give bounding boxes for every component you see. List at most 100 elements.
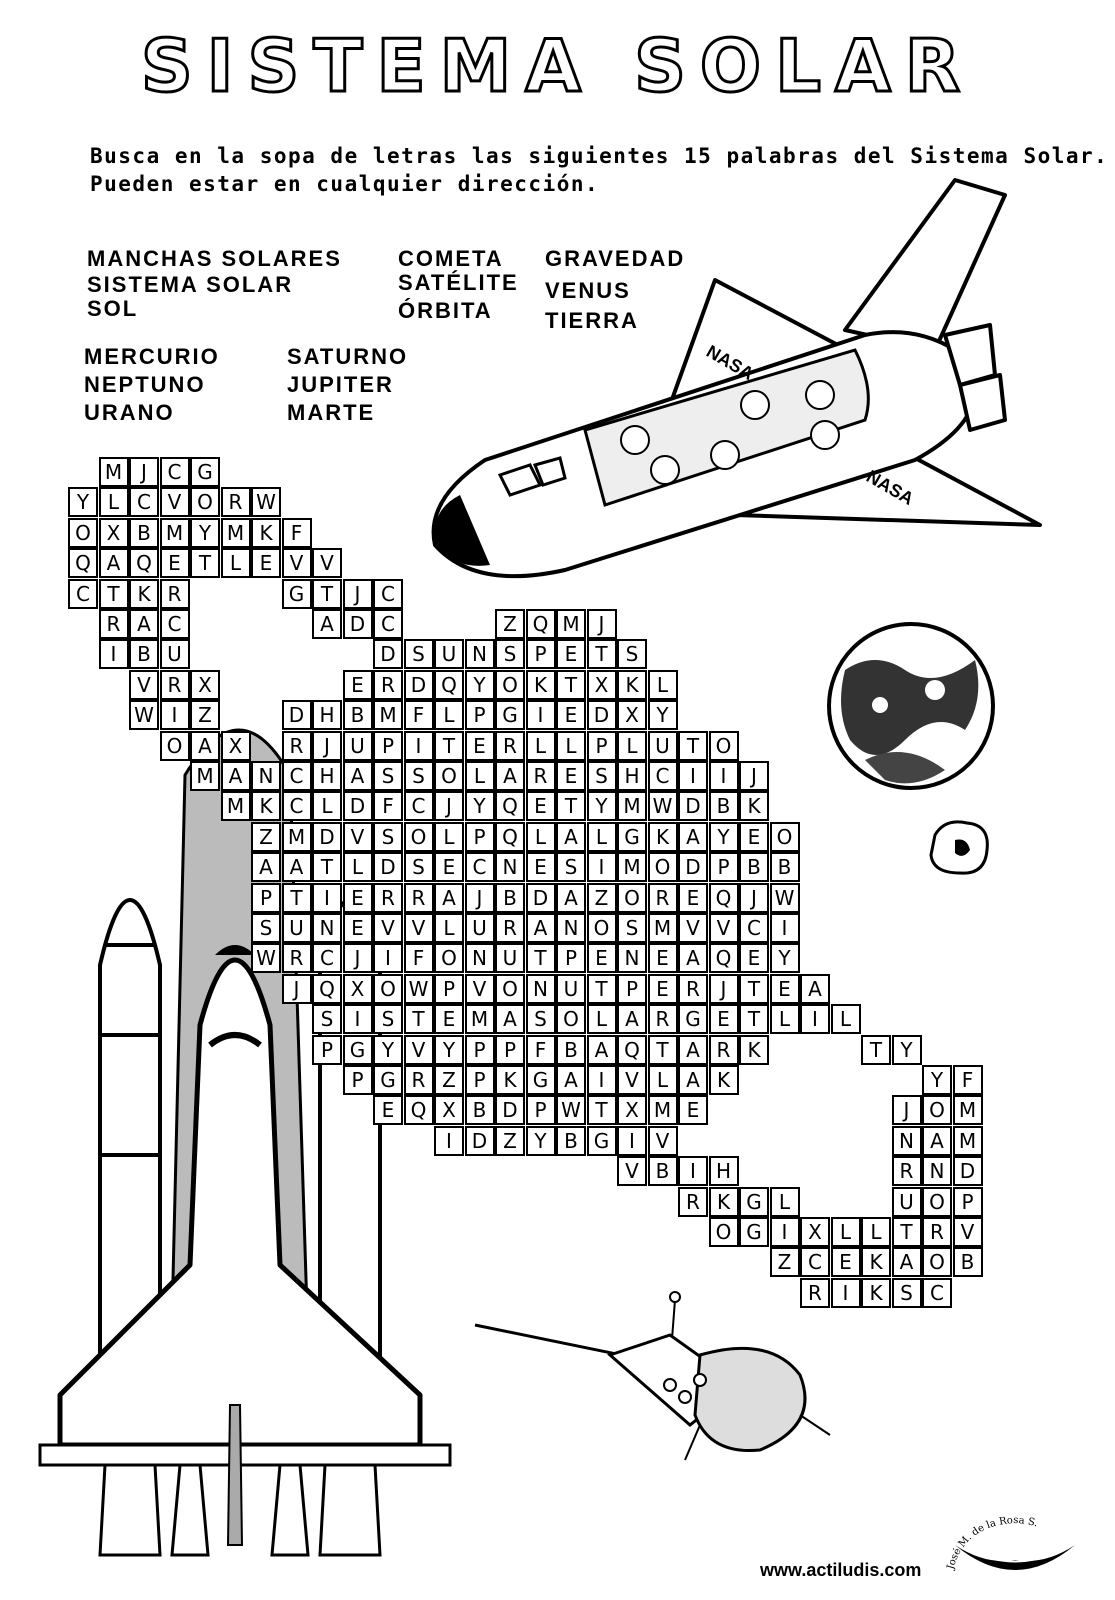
- grid-cell[interactable]: E: [251, 548, 281, 579]
- grid-cell[interactable]: C: [403, 791, 434, 822]
- grid-cell[interactable]: N: [464, 639, 495, 670]
- grid-cell[interactable]: A: [678, 1034, 708, 1065]
- grid-cell[interactable]: U: [891, 1186, 922, 1217]
- grid-cell[interactable]: I: [586, 1065, 617, 1095]
- grid-cell[interactable]: I: [342, 1004, 373, 1035]
- grid-cell[interactable]: G: [678, 1004, 708, 1035]
- grid-cell[interactable]: B: [556, 1125, 586, 1156]
- grid-cell[interactable]: V: [678, 913, 708, 943]
- grid-cell[interactable]: S: [403, 639, 434, 670]
- grid-cell[interactable]: Y: [708, 821, 739, 852]
- grid-cell[interactable]: S: [251, 913, 281, 943]
- grid-cell[interactable]: Q: [403, 1095, 434, 1126]
- grid-cell[interactable]: K: [129, 578, 159, 609]
- grid-cell[interactable]: R: [708, 1034, 739, 1065]
- grid-cell[interactable]: P: [251, 882, 281, 913]
- grid-cell[interactable]: F: [403, 700, 434, 731]
- grid-cell[interactable]: B: [129, 517, 159, 548]
- grid-cell[interactable]: N: [495, 852, 525, 883]
- grid-cell[interactable]: N: [556, 913, 586, 943]
- grid-cell[interactable]: U: [464, 913, 495, 943]
- grid-cell[interactable]: A: [678, 821, 708, 852]
- grid-cell[interactable]: V: [464, 973, 495, 1004]
- grid-cell[interactable]: G: [739, 1186, 769, 1217]
- grid-cell[interactable]: Q: [495, 791, 525, 822]
- grid-cell[interactable]: A: [586, 1034, 617, 1065]
- grid-cell[interactable]: R: [891, 1156, 922, 1187]
- grid-cell[interactable]: A: [342, 761, 373, 791]
- grid-cell[interactable]: D: [525, 882, 556, 913]
- grid-cell[interactable]: G: [342, 1034, 373, 1065]
- grid-cell[interactable]: E: [342, 882, 373, 913]
- grid-cell[interactable]: V: [342, 821, 373, 852]
- grid-cell[interactable]: L: [769, 1004, 800, 1035]
- grid-cell[interactable]: Y: [525, 1125, 556, 1156]
- grid-cell[interactable]: K: [739, 791, 769, 822]
- grid-cell[interactable]: W: [647, 791, 678, 822]
- grid-cell[interactable]: T: [403, 1004, 434, 1035]
- grid-cell[interactable]: E: [556, 639, 586, 670]
- grid-cell[interactable]: R: [403, 882, 434, 913]
- grid-cell[interactable]: Q: [129, 548, 159, 579]
- grid-cell[interactable]: E: [678, 1095, 708, 1126]
- grid-cell[interactable]: W: [556, 1095, 586, 1126]
- grid-cell[interactable]: X: [800, 1217, 830, 1247]
- grid-cell[interactable]: F: [525, 1034, 556, 1065]
- grid-cell[interactable]: S: [373, 1004, 403, 1035]
- grid-cell[interactable]: A: [922, 1125, 952, 1156]
- grid-cell[interactable]: P: [373, 730, 403, 761]
- grid-cell[interactable]: H: [312, 761, 342, 791]
- grid-cell[interactable]: E: [373, 1095, 403, 1126]
- grid-cell[interactable]: M: [647, 1095, 678, 1126]
- grid-cell[interactable]: F: [281, 517, 312, 548]
- grid-cell[interactable]: P: [434, 973, 464, 1004]
- grid-cell[interactable]: V: [129, 669, 159, 700]
- grid-cell[interactable]: T: [739, 973, 769, 1004]
- grid-cell[interactable]: R: [159, 578, 190, 609]
- grid-cell[interactable]: I: [800, 1004, 830, 1035]
- grid-cell[interactable]: B: [464, 1095, 495, 1126]
- grid-cell[interactable]: C: [129, 487, 159, 518]
- grid-cell[interactable]: V: [952, 1217, 983, 1247]
- grid-cell[interactable]: N: [891, 1125, 922, 1156]
- grid-cell[interactable]: Y: [373, 1034, 403, 1065]
- grid-cell[interactable]: S: [617, 913, 647, 943]
- grid-cell[interactable]: C: [159, 457, 190, 487]
- grid-cell[interactable]: T: [861, 1034, 891, 1065]
- grid-cell[interactable]: Y: [922, 1065, 952, 1095]
- grid-cell[interactable]: R: [159, 669, 190, 700]
- grid-cell[interactable]: M: [952, 1125, 983, 1156]
- grid-cell[interactable]: R: [98, 609, 129, 639]
- grid-cell[interactable]: A: [434, 882, 464, 913]
- grid-cell[interactable]: V: [647, 1125, 678, 1156]
- grid-cell[interactable]: G: [373, 1065, 403, 1095]
- grid-cell[interactable]: I: [769, 1217, 800, 1247]
- grid-cell[interactable]: W: [403, 973, 434, 1004]
- grid-cell[interactable]: J: [739, 761, 769, 791]
- grid-cell[interactable]: R: [800, 1277, 830, 1308]
- grid-cell[interactable]: O: [922, 1186, 952, 1217]
- grid-cell[interactable]: H: [708, 1156, 739, 1187]
- grid-cell[interactable]: O: [922, 1247, 952, 1278]
- grid-cell[interactable]: V: [281, 548, 312, 579]
- grid-cell[interactable]: J: [739, 882, 769, 913]
- grid-cell[interactable]: E: [739, 821, 769, 852]
- grid-cell[interactable]: R: [373, 882, 403, 913]
- grid-cell[interactable]: R: [678, 1186, 708, 1217]
- grid-cell[interactable]: A: [495, 1004, 525, 1035]
- grid-cell[interactable]: J: [891, 1095, 922, 1126]
- grid-cell[interactable]: F: [373, 791, 403, 822]
- grid-cell[interactable]: M: [220, 517, 251, 548]
- grid-cell[interactable]: D: [342, 791, 373, 822]
- grid-cell[interactable]: T: [312, 578, 342, 609]
- grid-cell[interactable]: L: [434, 821, 464, 852]
- grid-cell[interactable]: F: [952, 1065, 983, 1095]
- grid-cell[interactable]: U: [556, 973, 586, 1004]
- grid-cell[interactable]: M: [617, 852, 647, 883]
- grid-cell[interactable]: R: [220, 487, 251, 518]
- grid-cell[interactable]: A: [190, 730, 220, 761]
- grid-cell[interactable]: I: [678, 761, 708, 791]
- grid-cell[interactable]: A: [312, 609, 342, 639]
- grid-cell[interactable]: P: [617, 973, 647, 1004]
- grid-cell[interactable]: O: [769, 821, 800, 852]
